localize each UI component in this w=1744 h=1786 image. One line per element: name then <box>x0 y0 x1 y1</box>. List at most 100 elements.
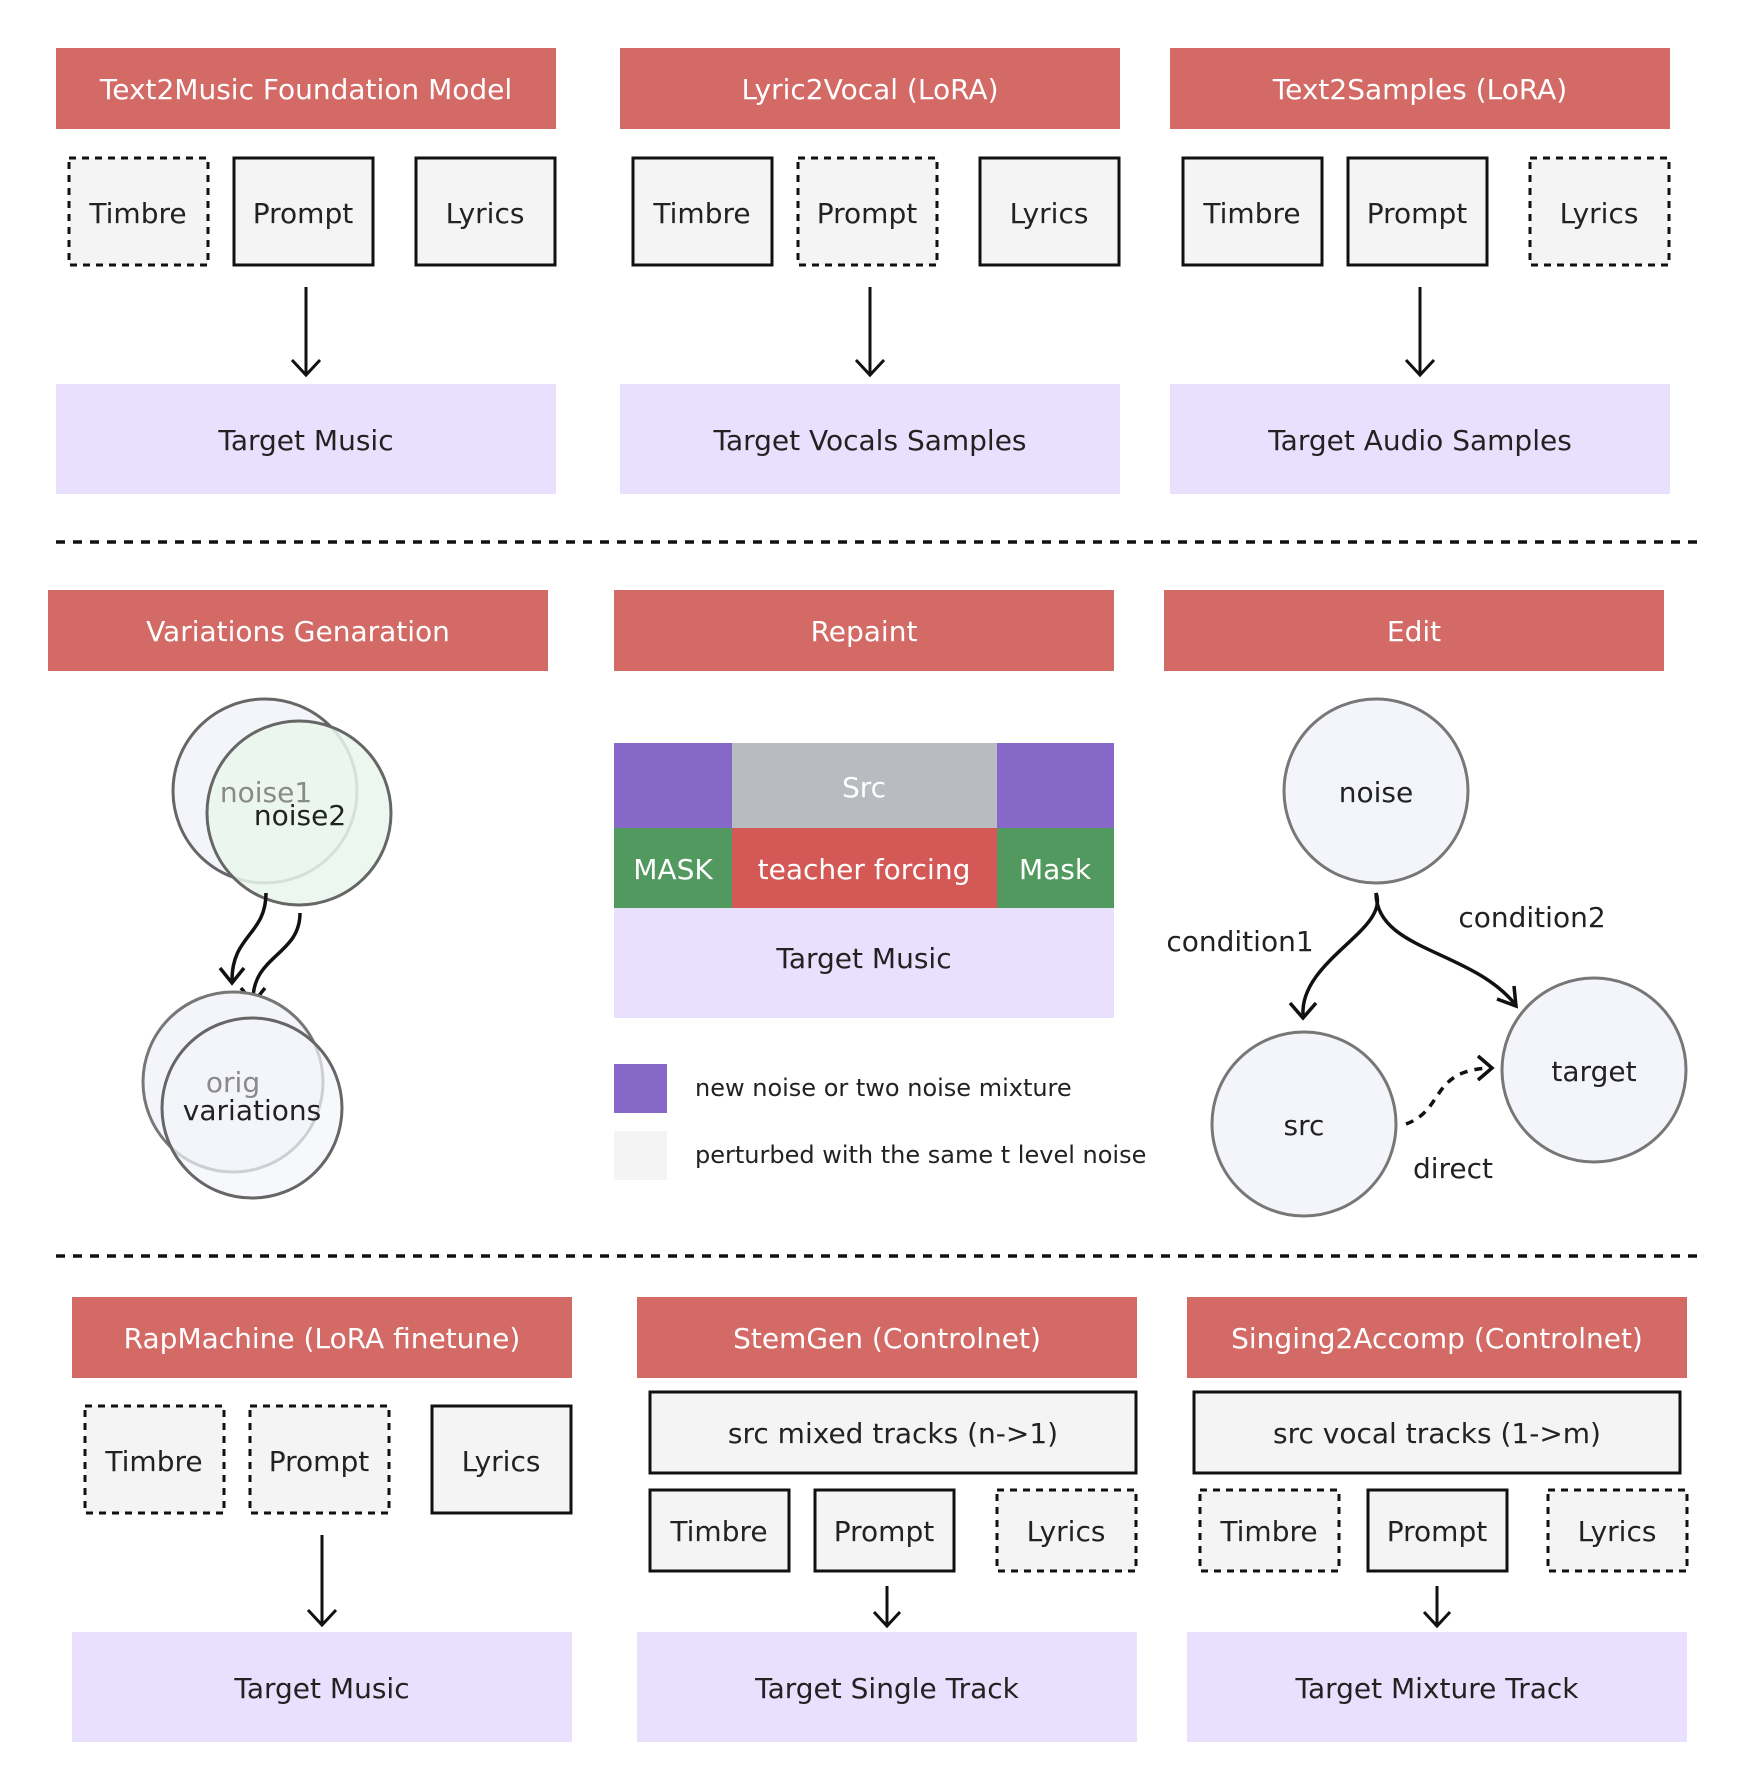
panel-variations: Variations Genaration noise1 noise2 orig… <box>48 590 548 1200</box>
target-box <box>72 1632 572 1742</box>
timbre-box <box>1198 1488 1341 1573</box>
src-label: src <box>1284 1109 1325 1142</box>
timbre-label: Timbre <box>104 1445 202 1478</box>
prompt-box <box>248 1404 391 1515</box>
src-label: Src <box>842 771 886 804</box>
prompt-box <box>232 156 375 267</box>
lyrics-box <box>1546 1488 1689 1573</box>
panel-edit: Edit noise condition1 condition2 src tar… <box>1164 590 1688 1218</box>
variations-circle <box>160 1016 344 1200</box>
prompt-box <box>1366 1488 1509 1573</box>
timbre-label: Timbre <box>1219 1515 1317 1548</box>
timbre-label: Timbre <box>669 1515 767 1548</box>
orig-label: orig <box>206 1066 260 1099</box>
header-bar <box>72 1297 572 1378</box>
arrowhead-icon <box>854 358 886 378</box>
src-tracks-label: src mixed tracks (n->1) <box>728 1417 1058 1450</box>
prompt-label: Prompt <box>1387 1515 1487 1548</box>
prompt-box <box>1346 156 1489 267</box>
arrowhead-icon <box>1496 985 1519 1009</box>
direct-arrow-icon <box>1405 1066 1491 1126</box>
panel-title: Lyric2Vocal (LoRA) <box>741 73 998 106</box>
teacher-forcing-segment <box>732 828 997 908</box>
target-circle <box>1500 976 1688 1164</box>
arrowhead-icon <box>1288 1001 1318 1021</box>
mask-left-segment <box>614 828 732 908</box>
condition1-arrow-icon <box>1301 892 1380 1016</box>
target-label: Target Mixture Track <box>1294 1672 1579 1705</box>
arrowhead-icon <box>306 1608 338 1628</box>
src-tracks-box <box>1192 1390 1682 1475</box>
target-box <box>637 1632 1137 1742</box>
target-box <box>1187 1632 1687 1742</box>
header-bar <box>1187 1297 1687 1378</box>
legend-swatch-purple <box>614 1064 667 1113</box>
target-box <box>56 384 556 494</box>
condition2-arrow-icon <box>1374 892 1516 1005</box>
variations-label: variations <box>183 1094 321 1127</box>
panel-title: Edit <box>1387 615 1441 648</box>
mask-right-label: Mask <box>1019 853 1092 886</box>
panel-title: Singing2Accomp (Controlnet) <box>1231 1322 1643 1355</box>
panel-lyric2vocal: Lyric2Vocal (LoRA) Timbre Prompt Lyrics … <box>620 48 1121 494</box>
arrowhead-icon <box>1422 1610 1452 1629</box>
src-segment <box>732 743 997 828</box>
target-box <box>614 908 1114 1018</box>
mask-right-segment <box>997 828 1114 908</box>
noise-segment-left <box>614 743 732 828</box>
target-box <box>1170 384 1670 494</box>
panel-title: StemGen (Controlnet) <box>733 1322 1041 1355</box>
header-bar <box>614 590 1114 671</box>
timbre-label: Timbre <box>88 197 186 230</box>
lyrics-box <box>1528 156 1671 267</box>
panel-text2samples: Text2Samples (LoRA) Timbre Prompt Lyrics… <box>1170 48 1671 494</box>
timbre-box <box>1181 156 1324 267</box>
panel-repaint: Repaint Src MASK teacher forcing Mask Ta… <box>614 590 1146 1180</box>
lyrics-label: Lyrics <box>446 197 525 230</box>
arrowhead-icon <box>1476 1054 1495 1082</box>
condition2-label: condition2 <box>1458 901 1605 934</box>
timbre-box <box>648 1488 791 1573</box>
lyrics-box <box>995 1488 1138 1573</box>
legend-label-1: new noise or two noise mixture <box>695 1074 1072 1102</box>
header-bar <box>56 48 556 129</box>
arrowhead-icon <box>290 358 322 378</box>
lyrics-box <box>978 156 1121 267</box>
condition1-label: condition1 <box>1166 925 1313 958</box>
target-box <box>620 384 1120 494</box>
timbre-box <box>67 156 210 267</box>
lyrics-label: Lyrics <box>462 1445 541 1478</box>
target-label: Target Audio Samples <box>1267 424 1572 457</box>
target-label: Target Music <box>217 424 393 457</box>
header-bar <box>1164 590 1664 671</box>
header-bar <box>1170 48 1670 129</box>
header-bar <box>637 1297 1137 1378</box>
timbre-label: Timbre <box>652 197 750 230</box>
target-label: Target Music <box>775 942 951 975</box>
lyrics-box <box>430 1404 573 1515</box>
curved-arrow-icon <box>230 892 268 981</box>
lyrics-box <box>414 156 557 267</box>
src-circle <box>1210 1030 1398 1218</box>
legend-label-2: perturbed with the same t level noise <box>695 1141 1146 1169</box>
timbre-box <box>631 156 774 267</box>
noise-circle <box>1282 697 1470 885</box>
header-bar <box>48 590 548 671</box>
noise-label: noise <box>1339 776 1413 809</box>
panel-rapmachine: RapMachine (LoRA finetune) Timbre Prompt… <box>72 1297 573 1742</box>
noise2-label: noise2 <box>254 799 346 832</box>
noise1-label: noise1 <box>220 776 312 809</box>
prompt-box <box>796 156 939 267</box>
prompt-label: Prompt <box>817 197 917 230</box>
arrowhead-icon <box>218 966 246 986</box>
prompt-label: Prompt <box>834 1515 934 1548</box>
noise-segment-right <box>997 743 1114 828</box>
legend-swatch-gray <box>614 1131 667 1180</box>
lyrics-label: Lyrics <box>1578 1515 1657 1548</box>
arrowhead-icon <box>1404 358 1436 378</box>
lyrics-label: Lyrics <box>1027 1515 1106 1548</box>
panel-singing2accomp: Singing2Accomp (Controlnet) src vocal tr… <box>1187 1297 1689 1742</box>
src-tracks-box <box>648 1390 1138 1475</box>
panel-title: Repaint <box>811 615 918 648</box>
